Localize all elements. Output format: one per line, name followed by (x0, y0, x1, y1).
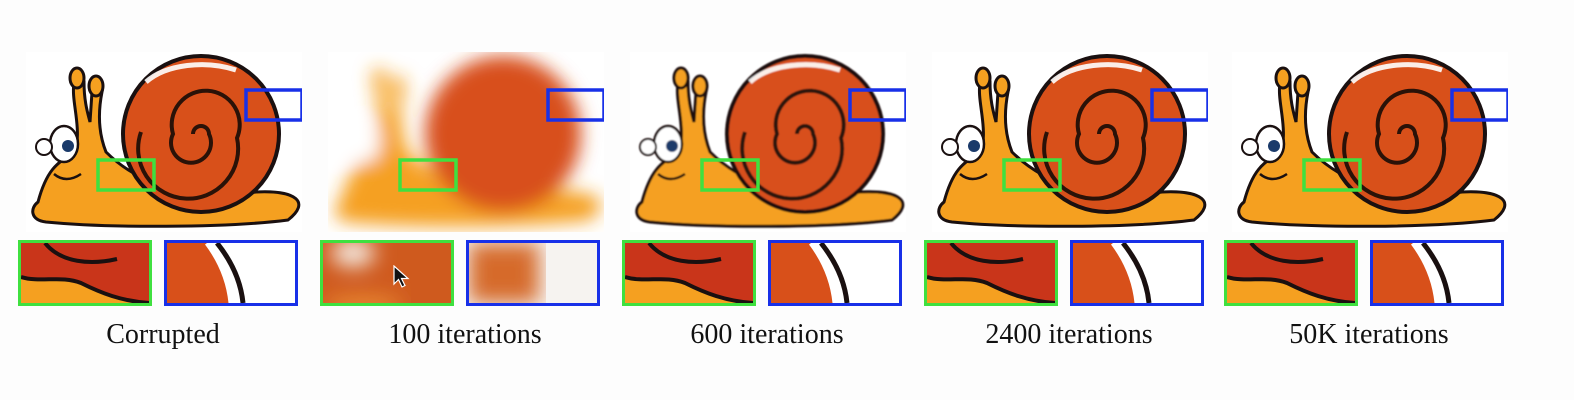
snail-image (328, 52, 604, 232)
green-zoom-crop (18, 240, 152, 306)
figure-panel: 50K iterations (1224, 52, 1514, 352)
snail-image (26, 52, 302, 232)
panel-caption: 100 iterations (388, 319, 542, 350)
blue-zoom-crop (164, 240, 298, 306)
panel-caption: 600 iterations (690, 319, 844, 350)
snail-image (630, 52, 906, 232)
panel-caption: 50K iterations (1289, 319, 1449, 350)
figure-panel: Corrupted (18, 52, 308, 352)
figure-panel: 100 iterations (320, 52, 610, 352)
blue-zoom-crop (768, 240, 902, 306)
green-zoom-crop (622, 240, 756, 306)
blue-zoom-crop (1370, 240, 1504, 306)
mouse-cursor-icon (393, 265, 410, 288)
snail-image (1232, 52, 1508, 232)
green-zoom-crop (320, 240, 454, 306)
snail-image (932, 52, 1208, 232)
figure-panel: 2400 iterations (924, 52, 1214, 352)
blue-zoom-crop (1070, 240, 1204, 306)
panel-caption: 2400 iterations (985, 319, 1153, 350)
blue-zoom-crop (466, 240, 600, 306)
figure-panel: 600 iterations (622, 52, 912, 352)
green-zoom-crop (924, 240, 1058, 306)
panel-caption: Corrupted (106, 319, 220, 350)
green-zoom-crop (1224, 240, 1358, 306)
